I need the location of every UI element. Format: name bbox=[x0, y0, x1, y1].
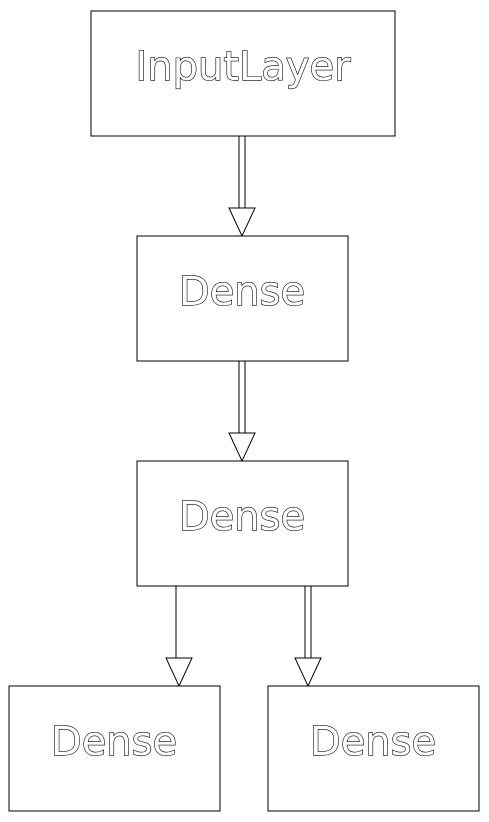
edge-dense-2-to-dense-3 bbox=[165, 586, 193, 688]
node-box bbox=[267, 685, 480, 812]
arrow-head-icon bbox=[294, 657, 322, 688]
node-label: InputLayer bbox=[135, 44, 351, 90]
node-dense-2[interactable]: Dense bbox=[136, 460, 349, 587]
arrow-head-icon bbox=[165, 657, 193, 688]
arrow-head-icon bbox=[228, 432, 256, 463]
node-box bbox=[136, 460, 349, 587]
node-input-layer[interactable]: InputLayer bbox=[90, 10, 396, 137]
edge-dense-1-to-dense-2 bbox=[228, 361, 256, 463]
node-dense-4[interactable]: Dense bbox=[267, 685, 480, 812]
node-label: Dense bbox=[310, 719, 436, 765]
node-label: Dense bbox=[179, 269, 305, 315]
node-dense-3[interactable]: Dense bbox=[8, 685, 221, 812]
arrow-head-icon bbox=[228, 207, 256, 238]
node-box bbox=[136, 235, 349, 362]
node-label: Dense bbox=[51, 719, 177, 765]
node-label: Dense bbox=[179, 494, 305, 540]
node-box bbox=[8, 685, 221, 812]
edge-dense-2-to-dense-4 bbox=[294, 586, 322, 688]
node-dense-1[interactable]: Dense bbox=[136, 235, 349, 362]
edge-input-layer-to-dense-1 bbox=[228, 136, 256, 238]
node-box bbox=[90, 10, 396, 137]
